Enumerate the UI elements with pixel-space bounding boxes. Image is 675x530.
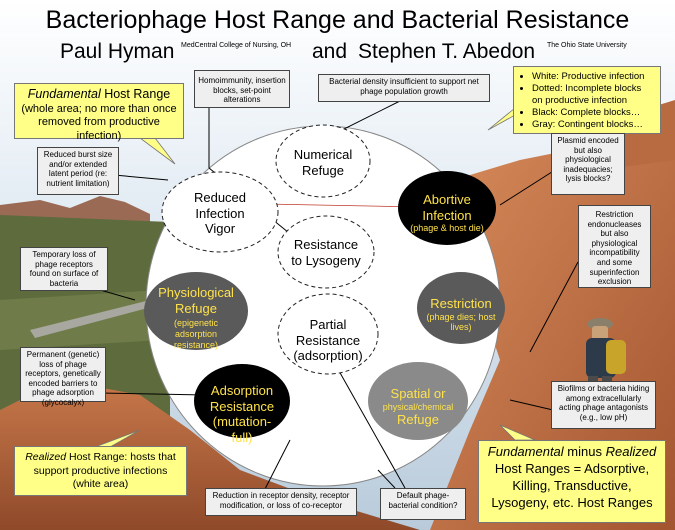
abortive-infection-circle [398,171,496,245]
reduced-vigor-circle [161,171,279,253]
note-permanent-loss: Permanent (genetic) loss of phage recept… [20,347,106,407]
fundamental-minus-realized-callout: Fundamental minus Realized Host Ranges =… [478,440,666,523]
realized-host-range-callout: Realized Host Range: hosts that support … [14,446,187,496]
resistance-to-lysogeny-circle [277,215,375,289]
note-receptor-density: Reduction in receptor density, receptor … [205,488,357,516]
legend-item-white: White: Productive infection [532,71,654,83]
note-plasmid: Plasmid encoded but also physiological i… [551,133,625,195]
note-temporary-loss: Temporary loss of phage receptors found … [20,247,108,291]
note-homoimmunity: Homoimmunity, insertion blocks, set-poin… [194,70,290,108]
fundamental-description: (whole area; no more than once removed f… [21,102,177,143]
red-guide-line [264,203,421,208]
fundamental-emphasis: Fundamental [27,87,101,101]
realized-emphasis: Realized [25,451,67,463]
author-2-affiliation: The Ohio State University [547,42,627,49]
legend-callout: White: Productive infection Dotted: Inco… [513,66,661,134]
spatial-refuge-circle [368,362,468,440]
legend-list: White: Productive infection Dotted: Inco… [514,67,660,134]
adsorption-resistance-circle [194,364,290,438]
bottom-realized-emphasis: Realized [605,444,657,459]
note-density: Bacterial density insufficient to suppor… [318,74,490,102]
restriction-circle [417,272,505,344]
bottom-line-4: Lysogeny, etc. Host Ranges [491,494,653,510]
bottom-minus-label: minus [563,444,606,459]
legend-item-gray: Gray: Contingent blocks… [532,119,654,131]
note-biofilms: Biofilms or bacteria hiding among extrac… [551,381,656,429]
legend-item-dotted: Dotted: Incomplete blocks on productive … [532,83,654,107]
fundamental-label: Host Range [100,87,171,101]
bottom-fundamental-emphasis: Fundamental [487,444,564,459]
road [30,300,155,338]
author-1: Paul Hyman [60,40,175,63]
numerical-refuge-circle [275,124,371,198]
fundamental-host-range-callout: Fundamental Host Range (whole area; no m… [14,83,184,142]
note-reduced-burst: Reduced burst size and/or extended laten… [37,147,119,195]
bottom-line-2: Host Ranges = Adsorptive, [494,460,650,476]
author-joiner: and [312,40,348,63]
poster-title: Bacteriophage Host Range and Bacterial R… [45,6,630,34]
legend-item-black: Black: Complete blocks… [532,107,654,119]
note-restriction: Restriction endonucleases but also physi… [578,205,651,288]
realized-description: Host Range: hosts that support productiv… [33,451,176,491]
physiological-refuge-circle [144,272,248,350]
author-1-affiliation: MedCentral College of Nursing, OH [181,42,292,49]
bottom-line-3: Killing, Transductive, [512,477,632,493]
author-2: Stephen T. Abedon [358,40,536,63]
note-default-condition: Default phage-bacterial condition? [380,488,466,520]
partial-resistance-circle [277,293,379,375]
